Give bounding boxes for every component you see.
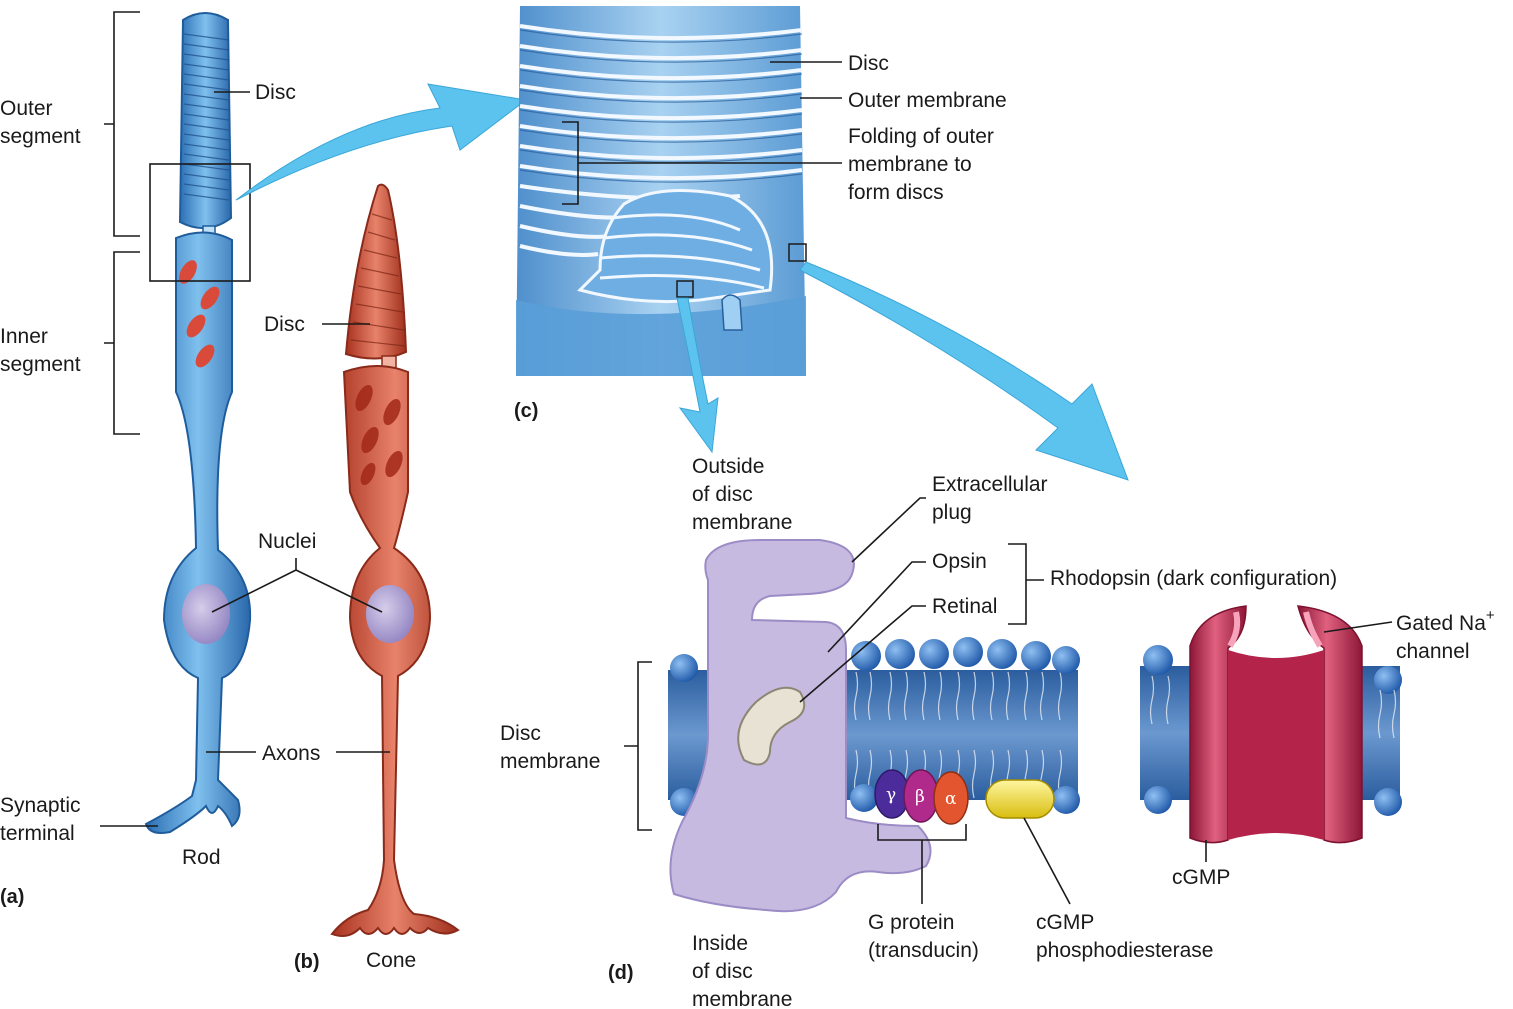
- rod-label: Rod: [182, 846, 221, 869]
- disc-membrane-label: Disc membrane: [500, 722, 600, 773]
- g-protein: γ β α: [874, 769, 969, 825]
- disc-membrane-bracket: [624, 661, 652, 831]
- rod-disc-label: Disc: [255, 81, 296, 104]
- panel-a-label: (a): [0, 886, 24, 908]
- cone-label: Cone: [366, 949, 416, 972]
- rod-outer-segment: [178, 12, 233, 229]
- channel-leader: [1323, 621, 1393, 633]
- outside-disc-label: Outside of disc membrane: [692, 455, 792, 534]
- rod-cell: [144, 12, 252, 834]
- gamma-symbol: γ: [886, 785, 896, 805]
- panel-c-label: (c): [514, 400, 538, 422]
- gprotein-bracket: [877, 824, 967, 904]
- cone-inner-segment: [330, 365, 460, 937]
- lipid-heads-top: [670, 637, 1080, 682]
- gated-channel-label: Gated Na+ channel: [1396, 602, 1501, 663]
- rod-inner-segment: [144, 231, 252, 834]
- phosphodiesterase: [985, 779, 1055, 819]
- inside-disc-label: Inside of disc membrane: [692, 932, 792, 1009]
- cone-cell: [330, 183, 460, 937]
- gated-na-channel: [1189, 605, 1363, 844]
- folding-bracket: [562, 121, 842, 205]
- folding-label: Folding of outer membrane to form discs: [848, 125, 1000, 204]
- axons-label: Axons: [262, 742, 320, 765]
- rod-disc-stack: [183, 33, 230, 201]
- arrow-c-to-d-left: [676, 297, 719, 454]
- c-disc-label: Disc: [848, 52, 889, 75]
- zoom-box-small: [676, 280, 694, 298]
- outer-segment-label: Outer segment: [0, 97, 81, 148]
- g-protein-label: G protein (transducin): [868, 911, 979, 962]
- beta-symbol: β: [915, 787, 925, 807]
- inner-segment-bracket: [104, 251, 140, 435]
- rhodopsin-bracket: [1008, 543, 1044, 625]
- panel-c-illustration: [516, 6, 807, 376]
- cone-nucleus: [366, 585, 414, 643]
- plug-leader: [851, 497, 926, 563]
- extracellular-plug-label: Extracellular plug: [932, 473, 1053, 524]
- retinal-leader: [799, 605, 926, 703]
- alpha-symbol: α: [945, 789, 957, 809]
- nuclei-label: Nuclei: [258, 530, 316, 553]
- rod-nucleus: [182, 584, 230, 644]
- retinal-molecule: [737, 686, 806, 766]
- rhodopsin-label: Rhodopsin (dark configuration): [1050, 567, 1337, 590]
- cone-disc-label: Disc: [264, 313, 305, 336]
- rod-mitochondria: [179, 260, 220, 368]
- pde-label: cGMP phosphodiesterase: [1036, 911, 1213, 962]
- lipid-heads-bottom: [670, 784, 1080, 816]
- synaptic-terminal-label: Synaptic terminal: [0, 794, 86, 845]
- rod-highlight-box: [149, 163, 251, 282]
- opsin-label: Opsin: [932, 550, 987, 573]
- zoom-box-right: [788, 243, 807, 262]
- inner-segment-label: Inner segment: [0, 325, 81, 376]
- cone-mitochondria: [355, 384, 403, 486]
- opsin-leader: [827, 561, 926, 653]
- retinal-label: Retinal: [932, 595, 997, 618]
- outer-membrane-label: Outer membrane: [848, 89, 1007, 112]
- arrow-c-to-d-right: [799, 261, 1129, 481]
- panel-d-label: (d): [608, 962, 634, 984]
- opsin-protein: [669, 539, 932, 913]
- pde-leader: [1023, 817, 1071, 905]
- outer-segment-bracket: [104, 11, 140, 237]
- panel-b-label: (b): [294, 951, 320, 973]
- alpha-subunit: [933, 771, 969, 825]
- cgmp-label: cGMP: [1172, 866, 1230, 889]
- nuclei-leader: [211, 558, 383, 613]
